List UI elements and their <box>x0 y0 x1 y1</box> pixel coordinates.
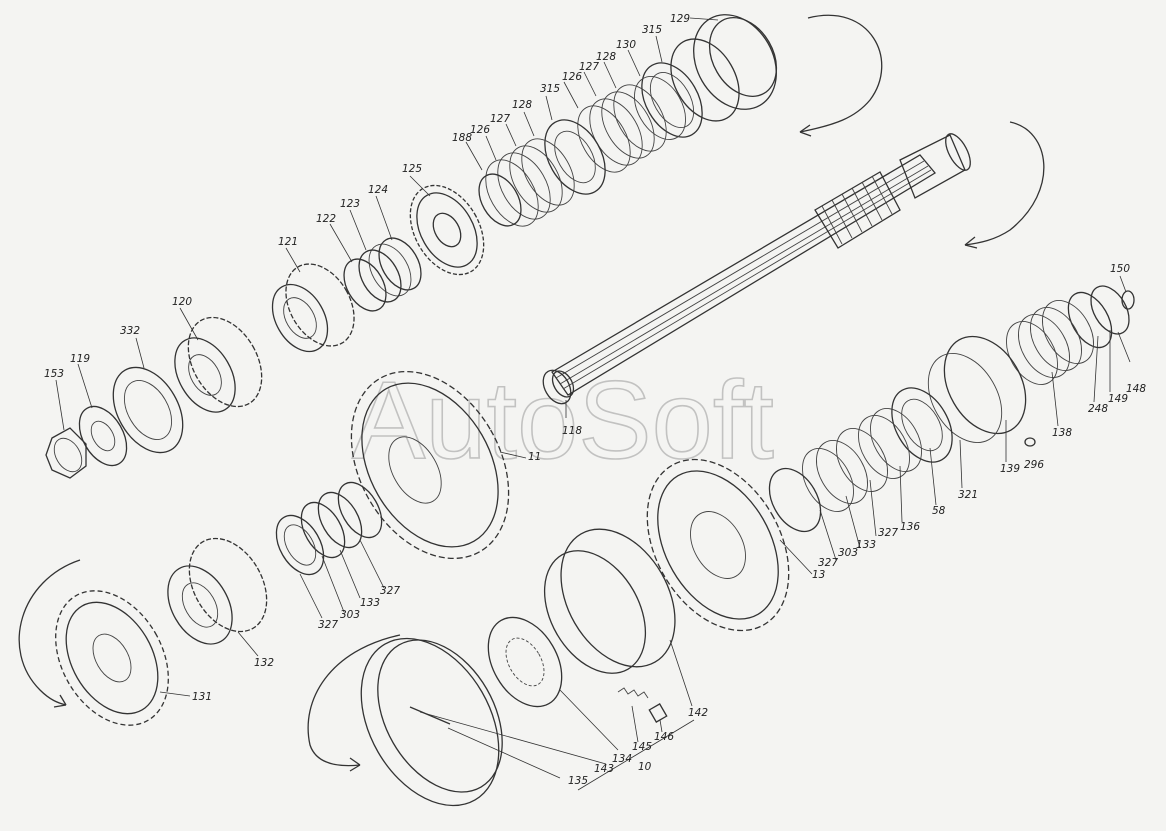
pin-146 <box>648 703 668 723</box>
rotation-arrows <box>18 14 1045 772</box>
lower-left-parts <box>55 537 268 726</box>
callout-label: 136 <box>900 521 920 533</box>
ring-124 <box>378 237 422 291</box>
housing-139 <box>943 335 1027 435</box>
spring-130 <box>613 84 667 152</box>
callout-label: 127 <box>490 113 510 125</box>
callout-label: 303 <box>340 609 360 621</box>
gear-131 <box>55 590 169 726</box>
callout-label: 121 <box>278 236 298 248</box>
callout-label: 145 <box>632 741 652 753</box>
callout-label: 188 <box>452 132 472 144</box>
gear-11 <box>350 370 510 560</box>
hub-134 <box>487 616 563 708</box>
disc-135 <box>360 637 500 807</box>
callout-label: 127 <box>579 61 599 73</box>
callout-label: 132 <box>254 657 274 669</box>
callout-label: 296 <box>1024 459 1044 471</box>
callout-label: 153 <box>44 368 64 380</box>
callout-label: 315 <box>642 24 662 36</box>
bearing-321 <box>891 387 953 463</box>
pin-143 <box>409 706 451 725</box>
callout-label: 10 <box>638 761 652 773</box>
callout-label: 327 <box>878 527 898 539</box>
callout-label: 13 <box>812 569 825 581</box>
callout-label: 303 <box>838 547 858 559</box>
ring-123 <box>358 249 402 303</box>
right-row-parts <box>646 285 1135 632</box>
callout-label: 327 <box>318 619 338 631</box>
callout-label: 124 <box>368 184 388 196</box>
callout-label: 139 <box>1000 463 1020 475</box>
callout-label: 327 <box>818 557 838 569</box>
callout-label: 128 <box>512 99 532 111</box>
washer-188 <box>478 173 522 227</box>
callout-labels: 129 315 130 128 127 126 315 128 127 126 … <box>44 13 1146 787</box>
gear-121 <box>285 263 355 347</box>
callout-label: 143 <box>594 763 614 775</box>
callout-label: 146 <box>654 731 674 743</box>
callout-label: 120 <box>172 296 192 308</box>
callout-label: 129 <box>670 13 690 25</box>
callout-label: 58 <box>932 505 946 517</box>
callout-label: 126 <box>562 71 582 83</box>
spring-145 <box>617 687 649 699</box>
callout-label: 125 <box>402 163 422 175</box>
nut-153 <box>45 427 87 479</box>
callout-label: 118 <box>562 425 582 437</box>
watermark-text: AutoSoft <box>352 359 774 482</box>
callout-label: 123 <box>340 198 360 210</box>
gear-132 <box>188 537 268 633</box>
callout-label: 131 <box>192 691 212 703</box>
ring-129 <box>693 14 777 110</box>
part-296 <box>1024 437 1036 447</box>
bearing-315-a <box>641 62 703 138</box>
callout-label: 133 <box>856 539 876 551</box>
callout-label: 126 <box>470 124 490 136</box>
callout-label: 150 <box>1110 263 1130 275</box>
upper-row-parts <box>478 14 778 227</box>
callout-label: 138 <box>1052 427 1072 439</box>
callout-label: 248 <box>1088 403 1108 415</box>
callout-label: 321 <box>958 489 978 501</box>
callout-label: 148 <box>1126 383 1146 395</box>
bearing-315-b <box>544 119 606 195</box>
bearing-332 <box>112 366 184 454</box>
callout-label: 142 <box>688 707 708 719</box>
gear-120 <box>187 316 263 408</box>
callout-label: 11 <box>528 451 541 463</box>
callout-label: 119 <box>70 353 90 365</box>
gear-13 <box>646 458 790 632</box>
main-shaft <box>542 133 971 405</box>
center-row-parts <box>275 370 510 576</box>
bevel-gear-125 <box>409 184 485 276</box>
callout-label: 332 <box>120 325 140 337</box>
callout-label: 315 <box>540 83 560 95</box>
callout-label: 135 <box>568 775 588 787</box>
callout-label: 128 <box>596 51 616 63</box>
callout-label: 122 <box>316 213 336 225</box>
leader-lines <box>55 17 1131 791</box>
callout-label: 133 <box>360 597 380 609</box>
callout-label: 134 <box>612 753 632 765</box>
left-row-parts <box>45 184 485 479</box>
ring-150 <box>1121 290 1135 310</box>
callout-label: 149 <box>1108 393 1128 405</box>
lower-clutch-parts <box>360 528 676 807</box>
callout-label: 327 <box>380 585 400 597</box>
drum-142 <box>560 528 676 668</box>
callout-label: 130 <box>616 39 636 51</box>
